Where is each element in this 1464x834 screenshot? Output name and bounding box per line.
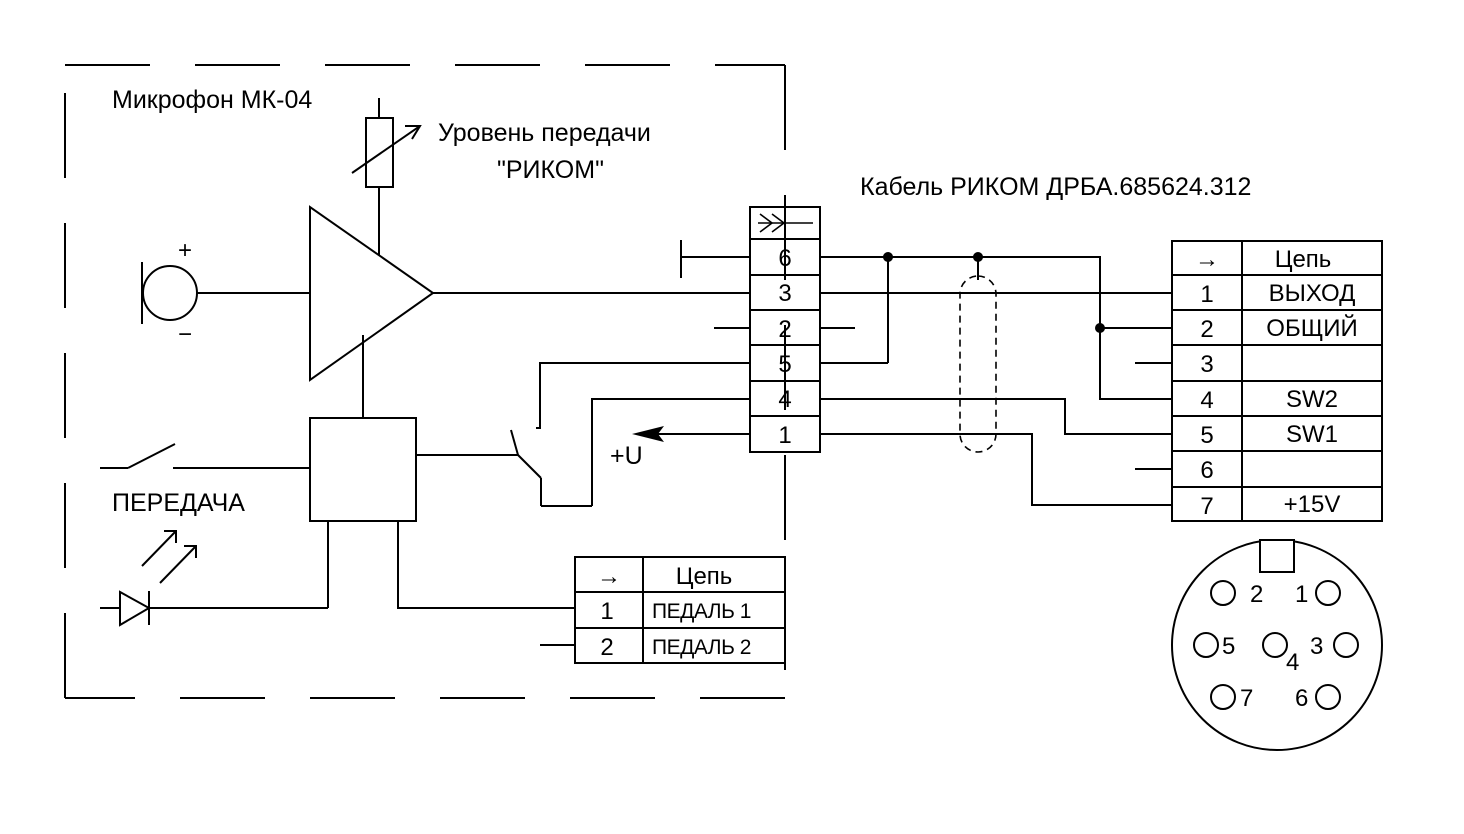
x2-pin: 7 [1200, 493, 1213, 520]
x2-signal: ОБЩИЙ [1266, 314, 1357, 342]
x2-pin: 3 [1200, 351, 1213, 378]
pedal-arrow: → [597, 563, 621, 590]
din-pin-label: 4 [1286, 649, 1299, 676]
x1-pin-5: 5 [778, 351, 791, 378]
din-pin-label: 1 [1295, 581, 1308, 608]
level-label-line1: Уровень передачи [438, 119, 651, 147]
x1-pin-3: 3 [778, 280, 791, 307]
x2-pin: 1 [1200, 281, 1213, 308]
x2-signal: SW2 [1286, 386, 1338, 413]
mic-minus-sign: − [178, 321, 192, 348]
din-pin-label: 2 [1250, 581, 1263, 608]
microphone-icon [141, 262, 310, 324]
x2-header: Цепь [1275, 246, 1332, 273]
x1-pin-6: 6 [778, 245, 791, 272]
x2-pin: 2 [1200, 316, 1213, 343]
supply-arrow-icon [632, 426, 750, 442]
x2-pin: 6 [1200, 457, 1213, 484]
variable-resistor-icon [351, 98, 422, 188]
x2-pin: 5 [1200, 422, 1213, 449]
din-socket-icon: 1 2 3 4 5 6 7 [1171, 539, 1383, 751]
din-pin-label: 5 [1222, 633, 1235, 660]
x1-pin-2: 2 [778, 316, 791, 343]
x2-pin: 4 [1200, 387, 1213, 414]
pedal-pin: 2 [600, 634, 613, 661]
mic-plus-sign: + [178, 237, 192, 264]
transmit-label: ПЕРЕДАЧА [112, 489, 245, 517]
transmit-switch-icon [100, 443, 310, 469]
x1-pin-1: 1 [778, 422, 791, 449]
cable-shield [959, 275, 997, 453]
connector-x2: → Цепь 1 ВЫХОД 2 ОБЩИЙ 3 4 SW2 5 SW1 6 7… [1171, 240, 1383, 522]
x2-signal: ВЫХОД [1269, 280, 1356, 307]
cable-label: Кабель РИКОМ ДРБА.685624.312 [860, 173, 1251, 201]
x2-arrow: → [1195, 246, 1219, 273]
amplifier-icon [309, 187, 750, 418]
level-label-line2: "РИКОМ" [497, 156, 604, 184]
device-title: Микрофон МК-04 [112, 86, 312, 114]
pedal-connector: → Цепь 1 ПЕДАЛЬ 1 2 ПЕДАЛЬ 2 [540, 556, 786, 664]
led-icon [100, 521, 329, 627]
voltage-label: +U [610, 442, 643, 470]
din-pin-label: 6 [1295, 685, 1308, 712]
din-pin-label: 3 [1310, 633, 1323, 660]
pedal-wire [397, 521, 575, 609]
pedal-signal: ПЕДАЛЬ 1 [652, 600, 751, 623]
pedal-header: Цепь [676, 563, 733, 590]
internal-switch-icon [416, 362, 750, 507]
plug-socket-icon [758, 213, 813, 233]
din-pin-label: 7 [1240, 685, 1253, 712]
connector-x1: 6 3 2 5 4 1 [749, 206, 821, 453]
control-block [309, 417, 417, 522]
x2-signal: SW1 [1286, 421, 1338, 448]
pedal-pin: 1 [600, 598, 613, 625]
pedal-signal: ПЕДАЛЬ 2 [652, 636, 751, 659]
cable-wires [820, 252, 1172, 506]
x2-signal: +15V [1284, 491, 1341, 518]
x1-pin-4: 4 [778, 386, 791, 413]
